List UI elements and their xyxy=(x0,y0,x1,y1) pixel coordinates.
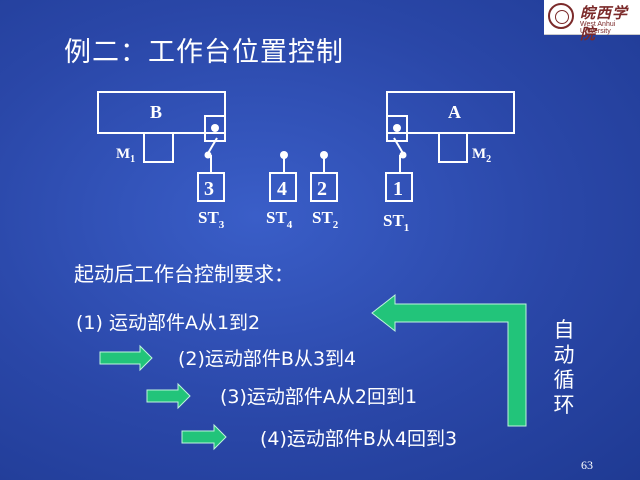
limit-switch-4: 4 ST4 xyxy=(266,151,297,231)
cycle-return-arrow xyxy=(371,293,527,427)
limit-switch-1: 1 ST1 xyxy=(383,137,413,234)
switch-3-number: 3 xyxy=(204,178,214,200)
motor-m2-box xyxy=(438,132,468,163)
step-4-arrow xyxy=(181,423,227,451)
logo-chinese-name: 皖西学院 xyxy=(580,4,629,43)
requirements-title: 起动后工作台控制要求： xyxy=(74,262,294,286)
auto-cycle-char-3: 循 xyxy=(553,368,575,392)
cam-a-dot xyxy=(393,124,401,132)
motor-m2-label: M2 xyxy=(472,146,491,165)
step-3-arrow xyxy=(146,382,191,410)
seal-icon xyxy=(548,3,574,29)
cam-a xyxy=(386,115,408,142)
switch-2-box xyxy=(310,172,338,202)
slide-title: 例二：工作台位置控制 xyxy=(64,37,344,68)
step-4: (4)运动部件B从4回到3 xyxy=(260,428,458,450)
step-2-arrow xyxy=(99,344,153,372)
auto-cycle-label: 自 动 循 环 xyxy=(550,318,578,418)
table-b: B M1 xyxy=(97,91,226,165)
limit-switch-2: 2 ST2 xyxy=(310,151,339,231)
switch-4-number: 4 xyxy=(277,178,287,200)
switch-4-box xyxy=(269,172,297,202)
switch-3-label: ST3 xyxy=(198,208,225,231)
table-a: A M2 xyxy=(386,91,515,165)
switch-3-pivot xyxy=(204,151,212,159)
table-b-label: B xyxy=(150,102,162,122)
logo-english-name: West Anhui University xyxy=(580,21,616,35)
cam-b-dot xyxy=(211,124,219,132)
switch-1-label: ST1 xyxy=(383,211,409,234)
motor-m1-label: M1 xyxy=(116,146,135,165)
switch-1-pivot xyxy=(399,151,407,159)
step-2: (2)运动部件B从3到4 xyxy=(178,348,357,370)
auto-cycle-char-1: 自 xyxy=(553,318,575,342)
university-logo: 皖西学院 West Anhui University xyxy=(544,0,640,43)
switch-2-label: ST2 xyxy=(312,208,339,231)
auto-cycle-char-2: 动 xyxy=(553,343,575,367)
switch-2-number: 2 xyxy=(317,178,327,200)
switch-3-box xyxy=(197,172,225,202)
page-number: 63 xyxy=(581,458,593,472)
step-3: (3)运动部件A从2回到1 xyxy=(220,386,418,408)
auto-cycle-char-4: 环 xyxy=(553,393,575,417)
step-1: (1) 运动部件A从1到2 xyxy=(76,312,261,334)
switch-4-label: ST4 xyxy=(266,208,293,231)
table-a-label: A xyxy=(448,102,461,122)
switch-1-number: 1 xyxy=(393,178,403,200)
motor-m1-box xyxy=(143,132,174,163)
switch-1-box xyxy=(385,172,413,202)
limit-switch-3: 3 ST3 xyxy=(197,137,225,231)
